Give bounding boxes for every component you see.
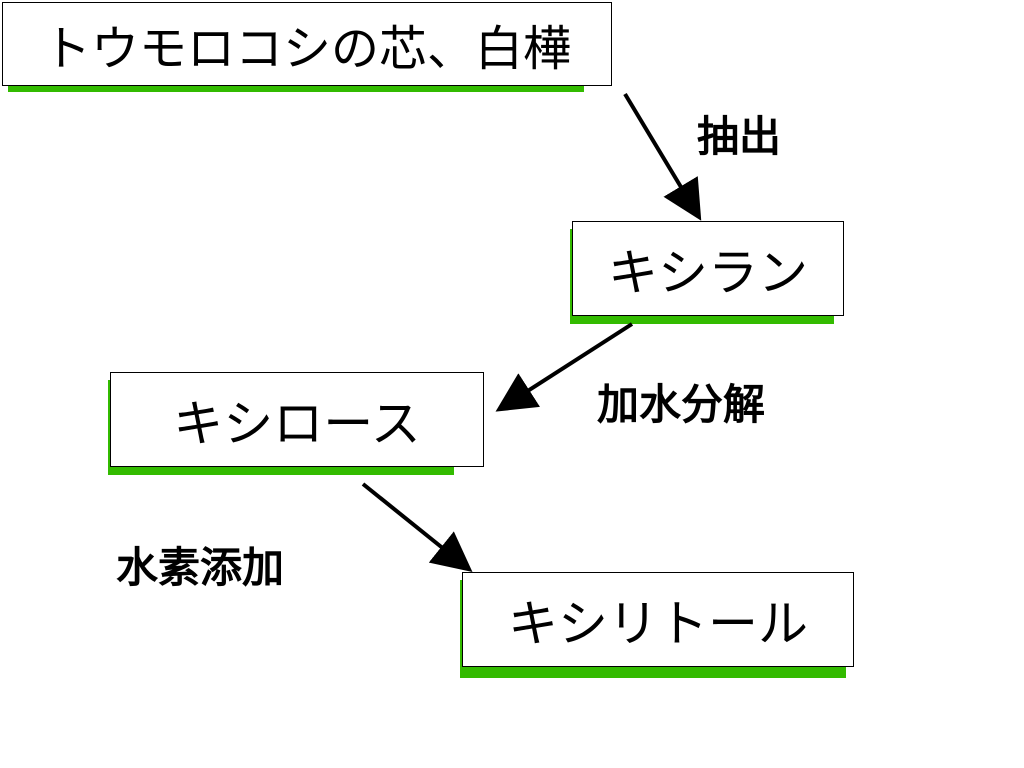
- node-xylose: キシロース: [108, 372, 486, 475]
- node-source-label: トウモロコシの芯、白樺: [42, 21, 571, 77]
- node-xylose-box: キシロース: [110, 372, 484, 467]
- node-xylan: キシラン: [570, 221, 846, 324]
- edge-extract-label: 抽出: [697, 112, 782, 161]
- edge-hydrogenation-label: 水素添加: [116, 543, 285, 592]
- node-xylose-label: キシロース: [173, 394, 421, 453]
- edge-hydrogenation-arrow: [361, 482, 473, 573]
- node-xylitol-box: キシリトール: [462, 572, 854, 667]
- node-source-box: トウモロコシの芯、白樺: [2, 2, 612, 86]
- node-xylan-label: キシラン: [608, 243, 808, 302]
- node-source: トウモロコシの芯、白樺: [0, 0, 614, 92]
- edge-hydrolysis-label: 加水分解: [597, 380, 766, 429]
- edge-extract-arrow: [623, 92, 702, 221]
- edge-hydrolysis-arrow: [495, 322, 634, 412]
- node-xylitol-label: キシリトール: [508, 594, 808, 653]
- node-xylan-box: キシラン: [572, 221, 844, 316]
- node-xylitol: キシリトール: [460, 572, 856, 678]
